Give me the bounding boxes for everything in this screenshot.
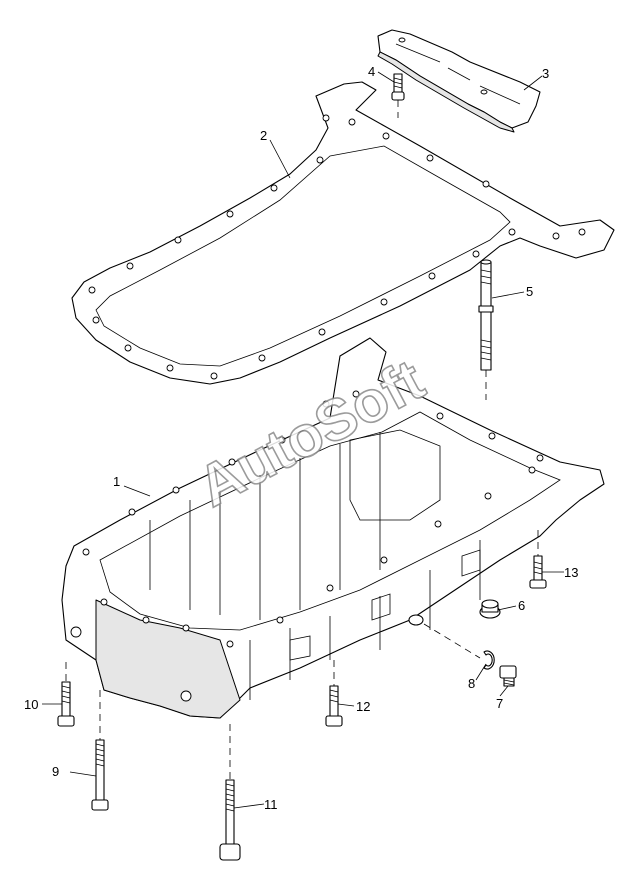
bolt-part-12	[325, 685, 343, 727]
callout-1: 1	[113, 474, 120, 489]
bolt-part-10	[57, 681, 75, 727]
bracket-part-3	[377, 29, 541, 133]
callout-9: 9	[52, 764, 59, 779]
assembly-lines	[65, 100, 539, 780]
callout-2: 2	[260, 128, 267, 143]
callout-11: 11	[264, 797, 278, 812]
callout-labels: 1 2 3 4 5 6 7 8 9 10 11 12 13	[24, 64, 578, 812]
callout-3: 3	[542, 66, 549, 81]
plug-part-6	[479, 599, 501, 619]
drain-plug-part-7	[499, 665, 517, 687]
gasket-bolt-holes	[88, 114, 586, 380]
callout-13: 13	[564, 565, 578, 580]
gasket-part-2	[71, 81, 615, 385]
callout-8: 8	[468, 676, 475, 691]
callout-12: 12	[356, 699, 370, 714]
callout-6: 6	[518, 598, 525, 613]
oil-pan-part-1	[61, 337, 605, 719]
callout-4: 4	[368, 64, 375, 79]
oil-pan-bolt-holes	[82, 390, 544, 648]
callout-10: 10	[24, 697, 38, 712]
screw-part-4	[391, 73, 405, 101]
bolt-part-11	[219, 779, 241, 861]
callout-5: 5	[526, 284, 533, 299]
stud-part-5	[478, 259, 494, 371]
seal-ring-part-8	[483, 650, 495, 670]
leader-lines	[42, 71, 564, 809]
bolt-part-9	[91, 739, 109, 811]
callout-7: 7	[496, 696, 503, 711]
